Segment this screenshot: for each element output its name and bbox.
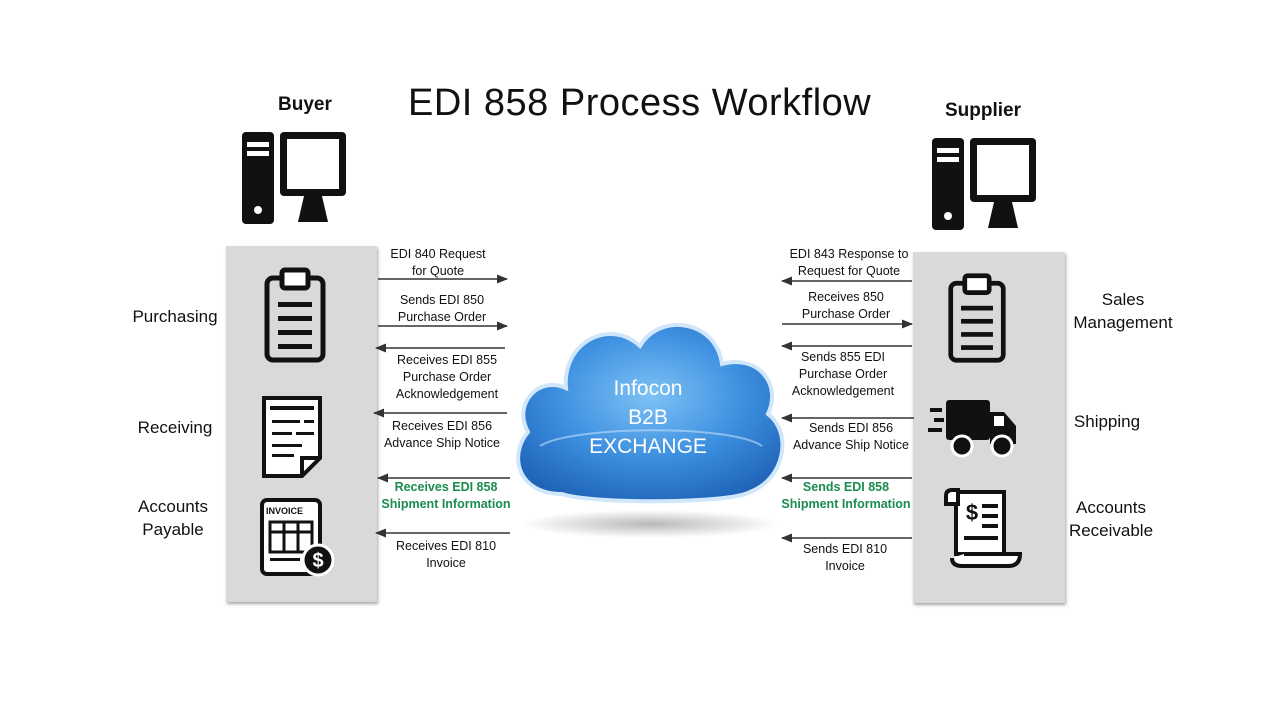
svg-text:$: $ [312, 550, 323, 572]
svg-text:$: $ [966, 500, 978, 525]
dept-shipping: Shipping [1073, 412, 1141, 431]
flow-label: Receives 850 Purchase Order [801, 290, 891, 321]
supplier-label: Supplier [945, 100, 1022, 121]
cloud-label-b2b: B2B [628, 406, 668, 429]
flow-label: Receives EDI 856 Advance Ship Notice [383, 419, 501, 450]
flow-label: Receives EDI 810 Invoice [395, 539, 497, 570]
clipboard-icon [264, 267, 326, 363]
flow-label: EDI 840 Request for Quote [390, 247, 486, 278]
buyer-label: Buyer [278, 94, 332, 115]
dept-accounts-receivable: Accounts Receivable [1068, 498, 1154, 540]
flow-label: Sends EDI 856 Advance Ship Notice [792, 421, 910, 452]
supplier-computer-icon [932, 138, 1036, 230]
flow-label-highlight: Receives EDI 858 Shipment Information [381, 480, 511, 511]
dept-receiving: Receiving [137, 418, 213, 437]
dept-purchasing: Purchasing [132, 307, 218, 326]
invoice-icon: $ [260, 498, 335, 577]
delivery-truck-icon [928, 400, 1016, 458]
dept-sales-management: Sales Management [1073, 290, 1173, 332]
diagram-title: EDI 858 Process Workflow [408, 82, 872, 124]
flow-label-highlight: Sends EDI 858 Shipment Information [781, 480, 911, 511]
flow-label: EDI 843 Response to Request for Quote [789, 247, 909, 278]
cloud-icon [516, 322, 785, 538]
flow-label: Sends EDI 850 Purchase Order [397, 293, 487, 324]
receipt-scroll-icon: $ [944, 488, 1023, 568]
dept-accounts-payable: Accounts Payable [138, 497, 208, 539]
flow-label: Sends 855 EDI Purchase Order Acknowledge… [791, 350, 895, 398]
invoice-icon-label: INVOICE [266, 506, 304, 516]
document-icon [262, 396, 322, 478]
flow-label: Receives EDI 855 Purchase Order Acknowle… [395, 353, 499, 401]
cloud-label-exchange: EXCHANGE [589, 435, 707, 458]
flow-label: Sends EDI 810 Invoice [802, 542, 888, 573]
cloud-label-infocon: Infocon [613, 377, 683, 400]
clipboard-icon [948, 273, 1006, 363]
buyer-computer-icon [242, 132, 346, 224]
